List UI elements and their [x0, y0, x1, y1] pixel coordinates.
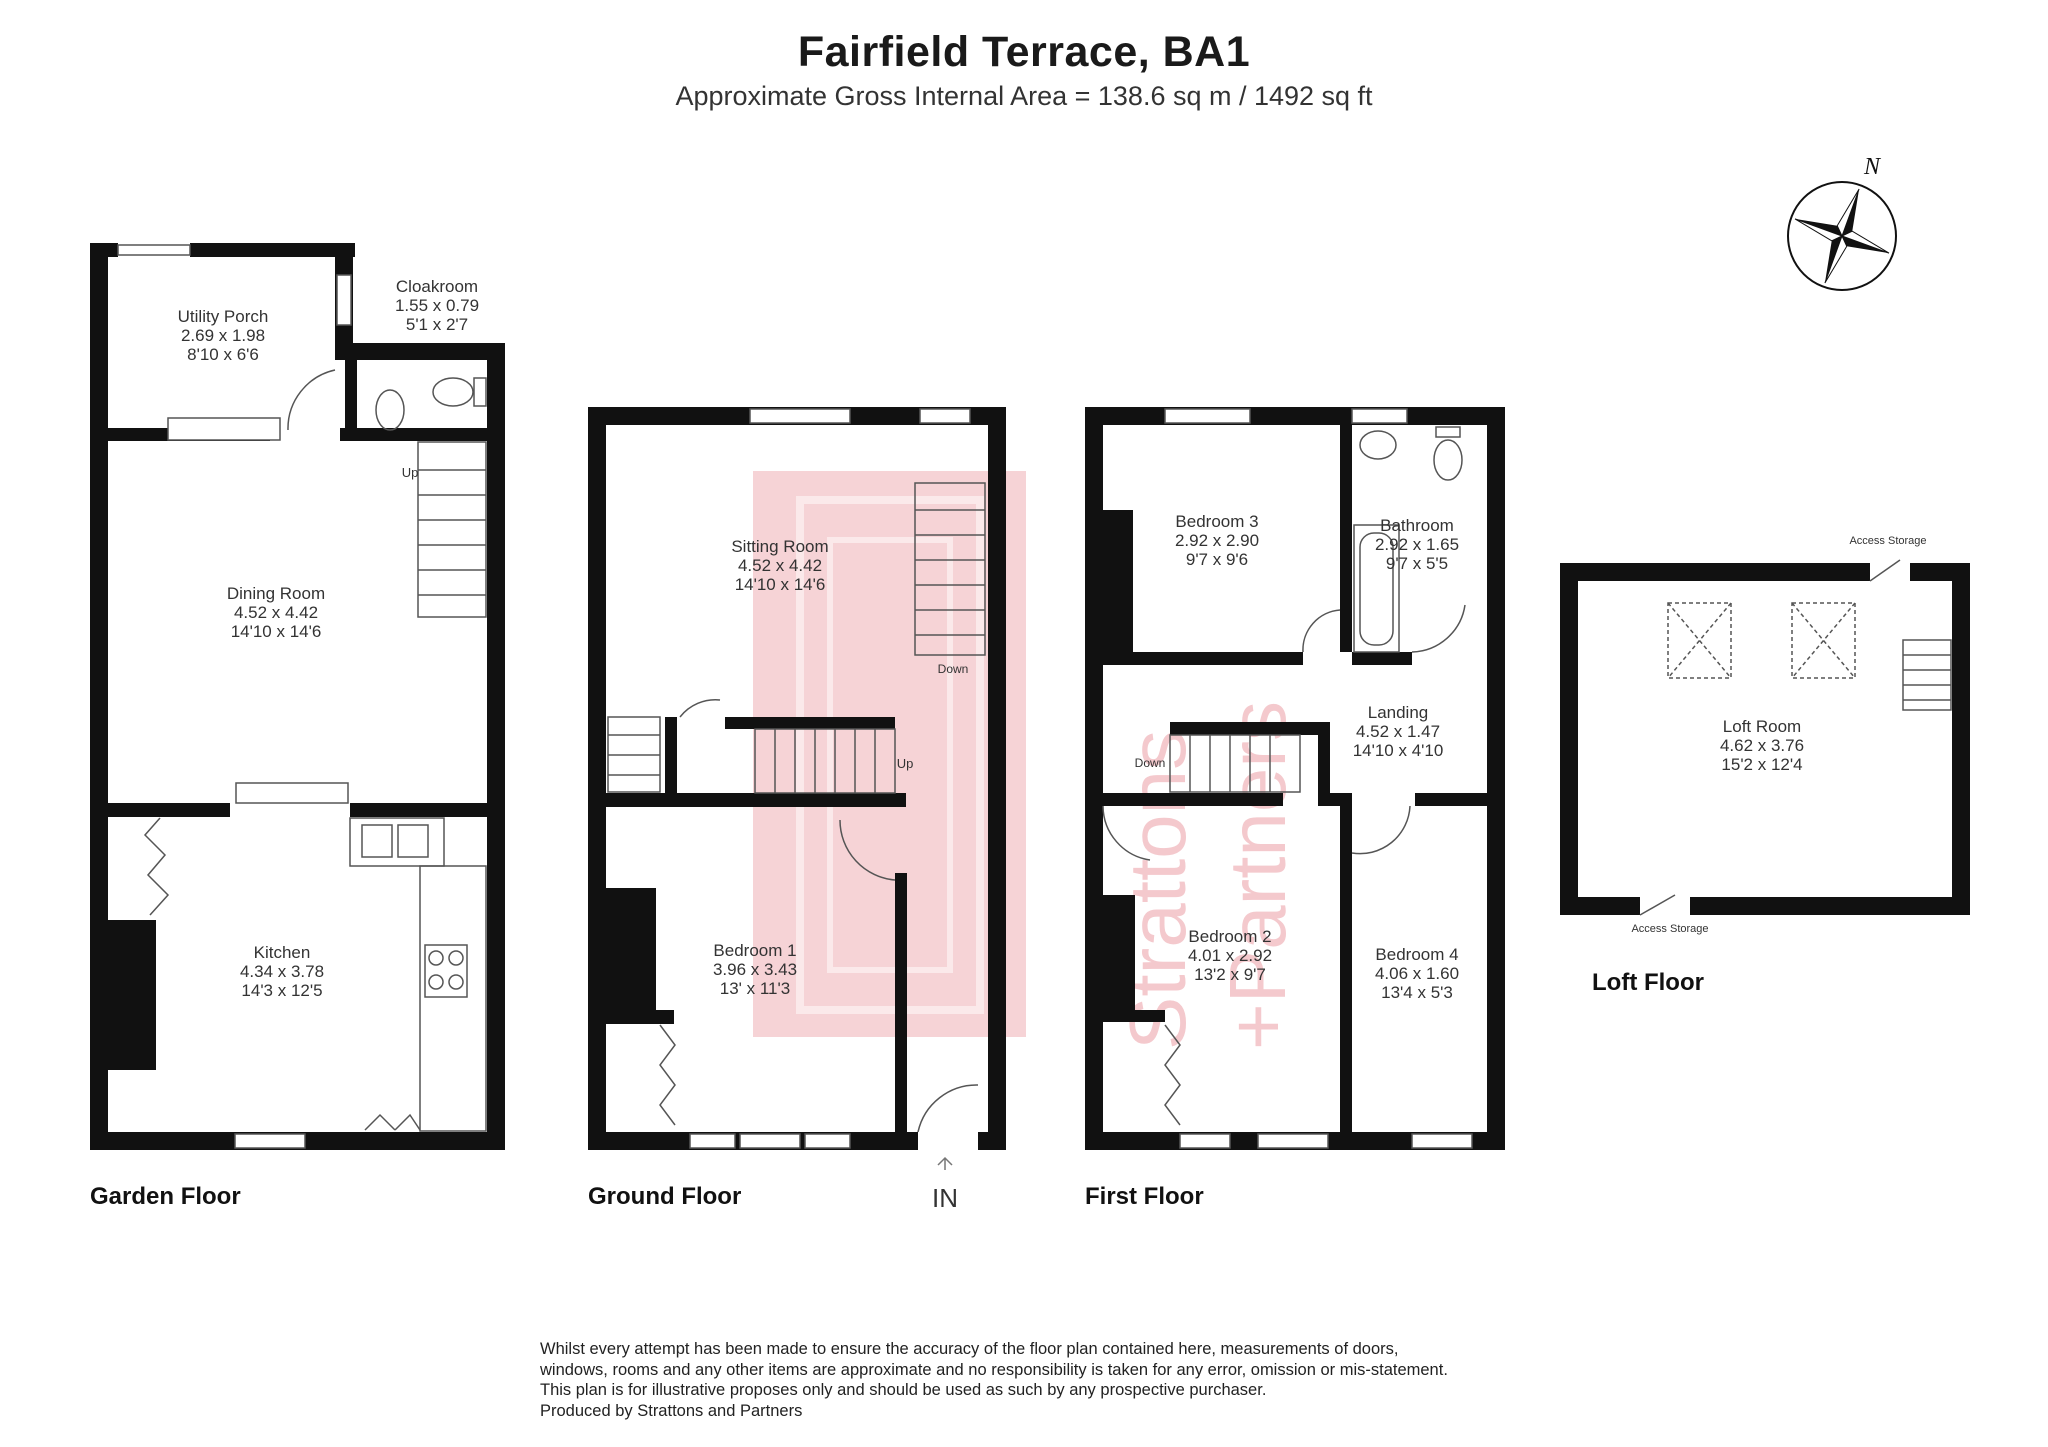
ground-floor-label: Ground Floor: [588, 1183, 741, 1210]
cloakroom-name: Cloakroom: [396, 277, 478, 296]
entrance-arrow-icon: [937, 1156, 953, 1170]
sitting-room-metric: 4.52 x 4.42: [738, 556, 822, 575]
bedroom-1-imperial: 13' x 11'3: [720, 979, 790, 998]
bedroom-1-metric: 3.96 x 3.43: [713, 960, 797, 979]
loft-floor-label: Loft Floor: [1592, 969, 1704, 996]
bedroom-3-name: Bedroom 3: [1175, 512, 1258, 531]
first-floor-labels: Bedroom 3 2.92 x 2.90 9'7 x 9'6 Bathroom…: [1135, 512, 1459, 1002]
entrance-label: IN: [932, 1183, 958, 1213]
loft-room-name: Loft Room: [1723, 717, 1801, 736]
sitting-room-name: Sitting Room: [731, 537, 828, 556]
landing-name: Landing: [1368, 703, 1429, 722]
ground-stair-up: Up: [897, 756, 914, 771]
bedroom-4-imperial: 13'4 x 5'3: [1381, 983, 1453, 1002]
loft-floor-plan: [1560, 563, 1970, 915]
utility-porch-imperial: 8'10 x 6'6: [187, 345, 259, 364]
utility-porch-metric: 2.69 x 1.98: [181, 326, 265, 345]
header: Fairfield Terrace, BA1 Approximate Gross…: [0, 28, 2048, 112]
landing-imperial: 14'10 x 4'10: [1353, 741, 1444, 760]
first-floor-label: First Floor: [1085, 1183, 1204, 1210]
landing-metric: 4.52 x 1.47: [1356, 722, 1440, 741]
disclaimer: Whilst every attempt has been made to en…: [540, 1339, 1640, 1421]
ground-floor-labels: Sitting Room 4.52 x 4.42 14'10 x 14'6 Be…: [713, 537, 968, 998]
disclaimer-line: Produced by Strattons and Partners: [540, 1401, 803, 1420]
plan-title: Fairfield Terrace, BA1: [797, 28, 1251, 76]
bathroom-metric: 2.92 x 1.65: [1375, 535, 1459, 554]
bedroom-2-imperial: 13'2 x 9'7: [1194, 965, 1266, 984]
disclaimer-line: windows, rooms and any other items are a…: [540, 1360, 1448, 1379]
bedroom-2-metric: 4.01 x 2.92: [1188, 946, 1272, 965]
watermark-line2: +Partners: [1213, 701, 1302, 1050]
dining-room-name: Dining Room: [227, 584, 325, 603]
garden-floor-plan: [90, 243, 505, 1150]
loft-floor-fixtures: [1639, 559, 1952, 916]
kitchen-imperial: 14'3 x 12'5: [241, 981, 322, 1000]
bedroom-2-name: Bedroom 2: [1188, 927, 1271, 946]
cloakroom-metric: 1.55 x 0.79: [395, 296, 479, 315]
compass-north-label: N: [1863, 154, 1882, 180]
garden-floor-fixtures: [117, 244, 487, 1149]
cloakroom-imperial: 5'1 x 2'7: [406, 315, 468, 334]
loft-access-storage-bottom: Access Storage: [1631, 923, 1708, 935]
garden-stair-up: Up: [402, 465, 419, 480]
bathroom-imperial: 9'7 x 5'5: [1386, 554, 1448, 573]
sitting-room-imperial: 14'10 x 14'6: [735, 575, 826, 594]
garden-floor-label: Garden Floor: [90, 1183, 241, 1210]
disclaimer-line: Whilst every attempt has been made to en…: [540, 1340, 1399, 1358]
loft-room-imperial: 15'2 x 12'4: [1721, 755, 1802, 774]
compass-icon: N: [1787, 154, 1897, 291]
bathroom-name: Bathroom: [1380, 516, 1454, 535]
bedroom-4-metric: 4.06 x 1.60: [1375, 964, 1459, 983]
first-stair-down: Down: [1135, 756, 1166, 770]
bedroom-3-imperial: 9'7 x 9'6: [1186, 550, 1248, 569]
ground-stair-down: Down: [938, 662, 969, 676]
disclaimer-line: This plan is for illustrative proposes o…: [540, 1381, 1267, 1399]
entrance-marker: IN: [932, 1156, 958, 1213]
dining-room-imperial: 14'10 x 14'6: [231, 622, 322, 641]
dining-room-metric: 4.52 x 4.42: [234, 603, 318, 622]
ground-floor-fixtures: [607, 408, 986, 1149]
loft-room-metric: 4.62 x 3.76: [1720, 736, 1804, 755]
utility-porch-name: Utility Porch: [178, 307, 269, 326]
bedroom-3-metric: 2.92 x 2.90: [1175, 531, 1259, 550]
kitchen-metric: 4.34 x 3.78: [240, 962, 324, 981]
first-floor-fixtures: [1102, 408, 1473, 1149]
loft-floor-labels: Loft Room 4.62 x 3.76 15'2 x 12'4 Access…: [1631, 535, 1926, 935]
loft-access-storage-top: Access Storage: [1849, 535, 1926, 547]
garden-floor-labels: Utility Porch 2.69 x 1.98 8'10 x 6'6 Clo…: [178, 277, 479, 1000]
kitchen-name: Kitchen: [254, 943, 311, 962]
bedroom-1-name: Bedroom 1: [713, 941, 796, 960]
gross-area-subtitle: Approximate Gross Internal Area = 138.6 …: [675, 81, 1373, 111]
bedroom-4-name: Bedroom 4: [1375, 945, 1458, 964]
